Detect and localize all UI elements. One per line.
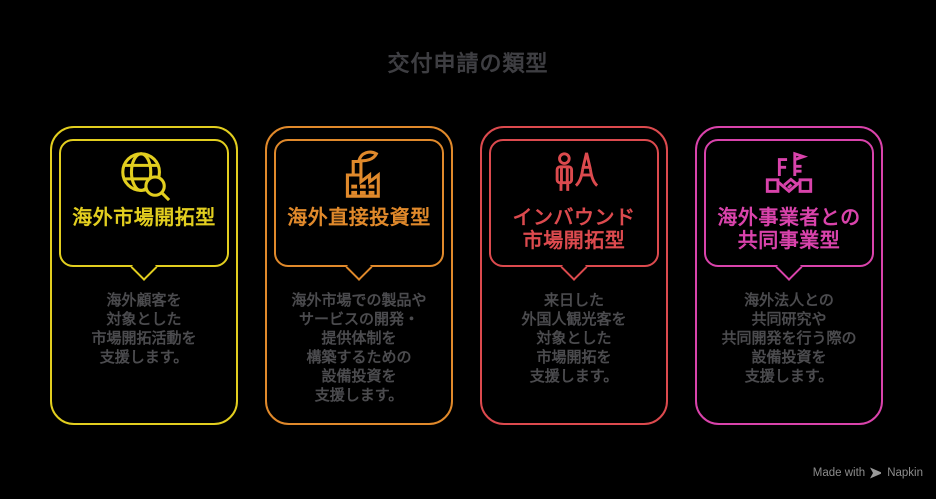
factory-icon (332, 148, 386, 202)
napkin-brand-label: Napkin (887, 467, 923, 479)
card-header-bubble: 海外事業者との 共同事業型 (704, 139, 874, 281)
card-description: 来日した 外国人観光客を 対象とした 市場開拓を 支援します。 (521, 292, 627, 385)
made-with-napkin-credit: Made with Napkin (813, 467, 923, 479)
card-title: 海外事業者との 共同事業型 (717, 207, 861, 252)
page-title: 交付申請の類型 (387, 51, 549, 76)
card-header-bubble: 海外市場開拓型 (59, 139, 229, 281)
card-header-bubble: インバウンド 市場開拓型 (489, 139, 659, 281)
bubble-tail (345, 254, 373, 281)
card-header-bubble: 海外直接投資型 (274, 139, 444, 281)
globe-search-icon (117, 148, 171, 202)
card-inbound-market-development: インバウンド 市場開拓型 来日した 外国人観光客を 対象とした 市場開拓を 支援… (480, 126, 668, 425)
card-description: 海外法人との 共同研究や 共同開発を行う際の 設備投資を 支援します。 (721, 292, 857, 385)
card-overseas-direct-investment: 海外直接投資型 海外市場での製品や サービスの開発・ 提供体制を 構築するための… (265, 126, 453, 425)
card-joint-business: 海外事業者との 共同事業型 海外法人との 共同研究や 共同開発を行う際の 設備投… (695, 126, 883, 425)
card-description: 海外顧客を 対象とした 市場開拓活動を 支援します。 (91, 292, 197, 366)
bubble-tail (130, 254, 158, 281)
card-title: 海外直接投資型 (287, 207, 431, 229)
card-title: インバウンド 市場開拓型 (512, 207, 636, 252)
card-title: 海外市場開拓型 (72, 207, 216, 229)
card-description: 海外市場での製品や サービスの開発・ 提供体制を 構築するための 設備投資を 支… (291, 292, 427, 404)
made-with-label: Made with (812, 467, 866, 479)
bubble-tail (775, 254, 803, 281)
napkin-logo-icon (870, 467, 882, 479)
handshake-buildings-icon (762, 148, 816, 202)
tourist-landmark-icon (547, 148, 601, 202)
card-row: 海外市場開拓型 海外顧客を 対象とした 市場開拓活動を 支援します。 (50, 126, 883, 425)
bubble-tail (560, 254, 588, 281)
card-overseas-market-development: 海外市場開拓型 海外顧客を 対象とした 市場開拓活動を 支援します。 (50, 126, 238, 425)
